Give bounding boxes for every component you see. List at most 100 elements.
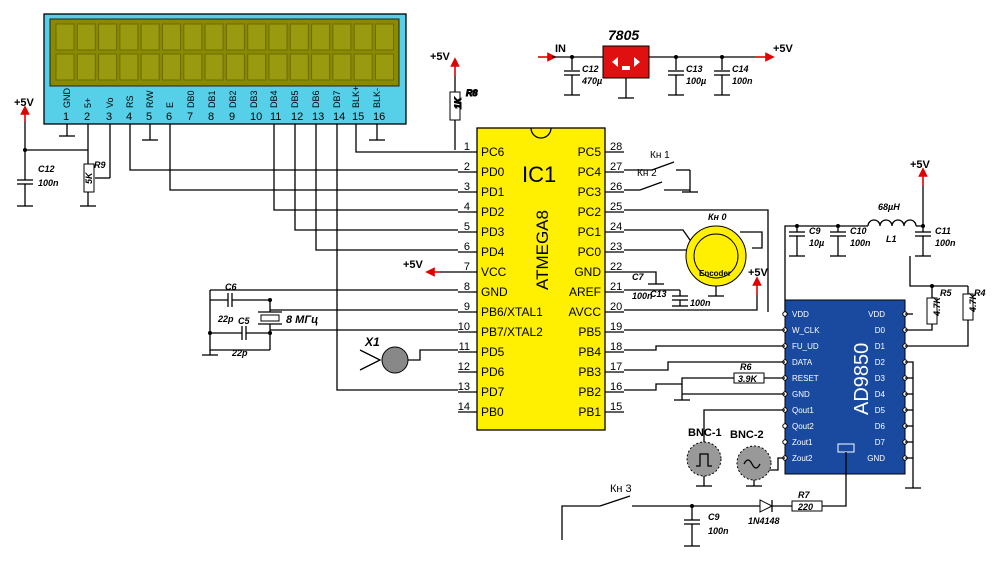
mcu-pin-label: PD6 <box>481 365 505 379</box>
lcd-cell <box>311 23 331 51</box>
lcd-cell <box>289 53 309 81</box>
r8-val: 1K <box>453 96 463 109</box>
mcu-pin-label: PB4 <box>578 345 601 359</box>
mcu-pin-number: 15 <box>610 401 622 413</box>
lcd-character-cells <box>55 23 394 81</box>
mcu-pin-label: PC6 <box>481 145 505 159</box>
mcu-pin-label: PC0 <box>578 245 602 259</box>
bnc2-connector <box>736 445 772 481</box>
mcu-ref: IC1 <box>522 162 556 187</box>
lcd-cell <box>76 23 96 51</box>
vcc-label-left: +5V <box>14 97 35 109</box>
mcu-pin-label: PD1 <box>481 185 505 199</box>
lcd-cell <box>375 53 394 81</box>
c10-ref: C10 <box>850 226 867 236</box>
c13-mid-val: 100n <box>690 298 711 308</box>
lcd-pin-number: 14 <box>333 111 345 123</box>
vcc-label-reg: +5V <box>773 43 794 55</box>
r6-val: 3.9K <box>738 374 759 384</box>
lcd-cell <box>332 53 352 81</box>
diode-val: 1N4148 <box>748 516 780 526</box>
in-label: IN <box>555 43 566 55</box>
mcu-pin-number: 17 <box>610 361 622 373</box>
mcu-pin-number: 12 <box>458 361 470 373</box>
mcu-pin-label: PB1 <box>578 405 601 419</box>
mcu-pin-number: 8 <box>464 281 470 293</box>
kn0-ref: Кн 0 <box>708 212 726 222</box>
lcd-cell <box>268 53 288 81</box>
mcu-pin-label: PD7 <box>481 385 505 399</box>
lcd-cell <box>247 23 267 51</box>
mcu-pin-label: PB3 <box>578 365 601 379</box>
mcu-pin-label: VCC <box>481 265 507 279</box>
l1-val: 68µH <box>878 202 900 212</box>
c13-mid-ref: C13 <box>650 289 667 299</box>
dds-pin-label: Qout1 <box>792 406 814 415</box>
mcu-pin-label: PC1 <box>578 225 602 239</box>
lcd-pin-number: 4 <box>126 111 132 123</box>
c11-val: 100n <box>935 238 956 248</box>
bnc2-label: BNC-2 <box>730 429 764 441</box>
lcd-pin-name: GND <box>62 88 72 109</box>
mcu-pin-number: 27 <box>610 161 622 173</box>
mcu-pin-number: 13 <box>458 381 470 393</box>
lcd-module: GND15+2Vo3RS4R/W5E6DB07DB18DB29DB310DB41… <box>43 13 407 125</box>
c12-left-ref: C12 <box>38 164 55 174</box>
lcd-cell <box>289 23 309 51</box>
mcu-pin-number: 11 <box>459 341 470 353</box>
mcu-pin-number: 25 <box>610 201 622 213</box>
lcd-pin-number: 1 <box>63 111 69 123</box>
mcu-analog-section: C7 100n C13 100n <box>624 271 758 311</box>
mcu-pin-label: PC4 <box>578 165 602 179</box>
mcu-pin-number: 5 <box>464 221 470 233</box>
lcd-cell <box>140 53 160 81</box>
c5-val: 22p <box>231 348 248 358</box>
regulator-7805 <box>602 45 650 79</box>
lcd-pin-number: 2 <box>84 111 90 123</box>
r5-val: 4.7K <box>932 295 942 317</box>
buttons-right: Кн 1 Кн 2 Кн 0 Encoder <box>624 150 769 312</box>
dds-pin-label: Zout1 <box>792 438 813 447</box>
dds-power-filter: 68µH L1 C9 10µ C10 100n C11 100n <box>784 186 968 312</box>
dds-pin-label: D1 <box>875 342 886 351</box>
power-arrows <box>20 52 928 295</box>
dds-pin-label: D4 <box>875 390 886 399</box>
r7-ref: R7 <box>798 490 810 500</box>
lcd-cell <box>375 23 394 51</box>
dds-pin-label: FU_UD <box>792 342 819 351</box>
r4-val: 4.7K <box>968 291 978 313</box>
mcu-pin-number: 20 <box>610 301 622 313</box>
lcd-pin-name: 5+ <box>83 98 93 108</box>
lcd-cell <box>119 53 139 81</box>
vcc-label-avcc: +5V <box>748 267 769 279</box>
mcu-pin-number: 24 <box>610 221 622 233</box>
mcu-pin-number: 18 <box>610 341 622 353</box>
mcu-pin-label: GND <box>481 285 508 299</box>
mcu-pin-label: PD0 <box>481 165 505 179</box>
bnc1-label: BNC-1 <box>688 427 722 439</box>
c12-left-val: 100n <box>38 178 59 188</box>
mcu-pin-label: PD5 <box>481 345 505 359</box>
r7-val: 220 <box>797 502 813 512</box>
c11-ref: C11 <box>935 226 951 236</box>
lcd-pin-number: 13 <box>312 111 324 123</box>
contrast-section: C12 100n 5K R9 <box>17 122 385 207</box>
lcd-pin-number: 16 <box>373 111 385 123</box>
lcd-cell <box>119 23 139 51</box>
lcd-pin-name: DB0 <box>186 90 196 108</box>
c6-ref: C6 <box>225 282 237 292</box>
c7-ref: C7 <box>632 272 644 282</box>
lcd-cell <box>247 53 267 81</box>
mcu-pin-number: 26 <box>610 181 622 193</box>
lcd-pin-labels: GND15+2Vo3RS4R/W5E6DB07DB18DB29DB310DB41… <box>62 86 385 123</box>
bnc1-connector <box>686 441 722 477</box>
x1-jack: X1 <box>359 335 458 374</box>
lcd-pin-name: RS <box>125 95 135 108</box>
lcd-pin-name: DB3 <box>249 90 259 108</box>
lcd-cell <box>183 53 203 81</box>
mcu-pin-label: PB6/XTAL1 <box>481 305 543 319</box>
c5-ref: C5 <box>238 316 250 326</box>
lcd-cell <box>162 53 181 81</box>
dds-ad9850: AD9850 VDDW_CLKFU_UDDATARESETGNDQout1Qou… <box>782 299 908 475</box>
